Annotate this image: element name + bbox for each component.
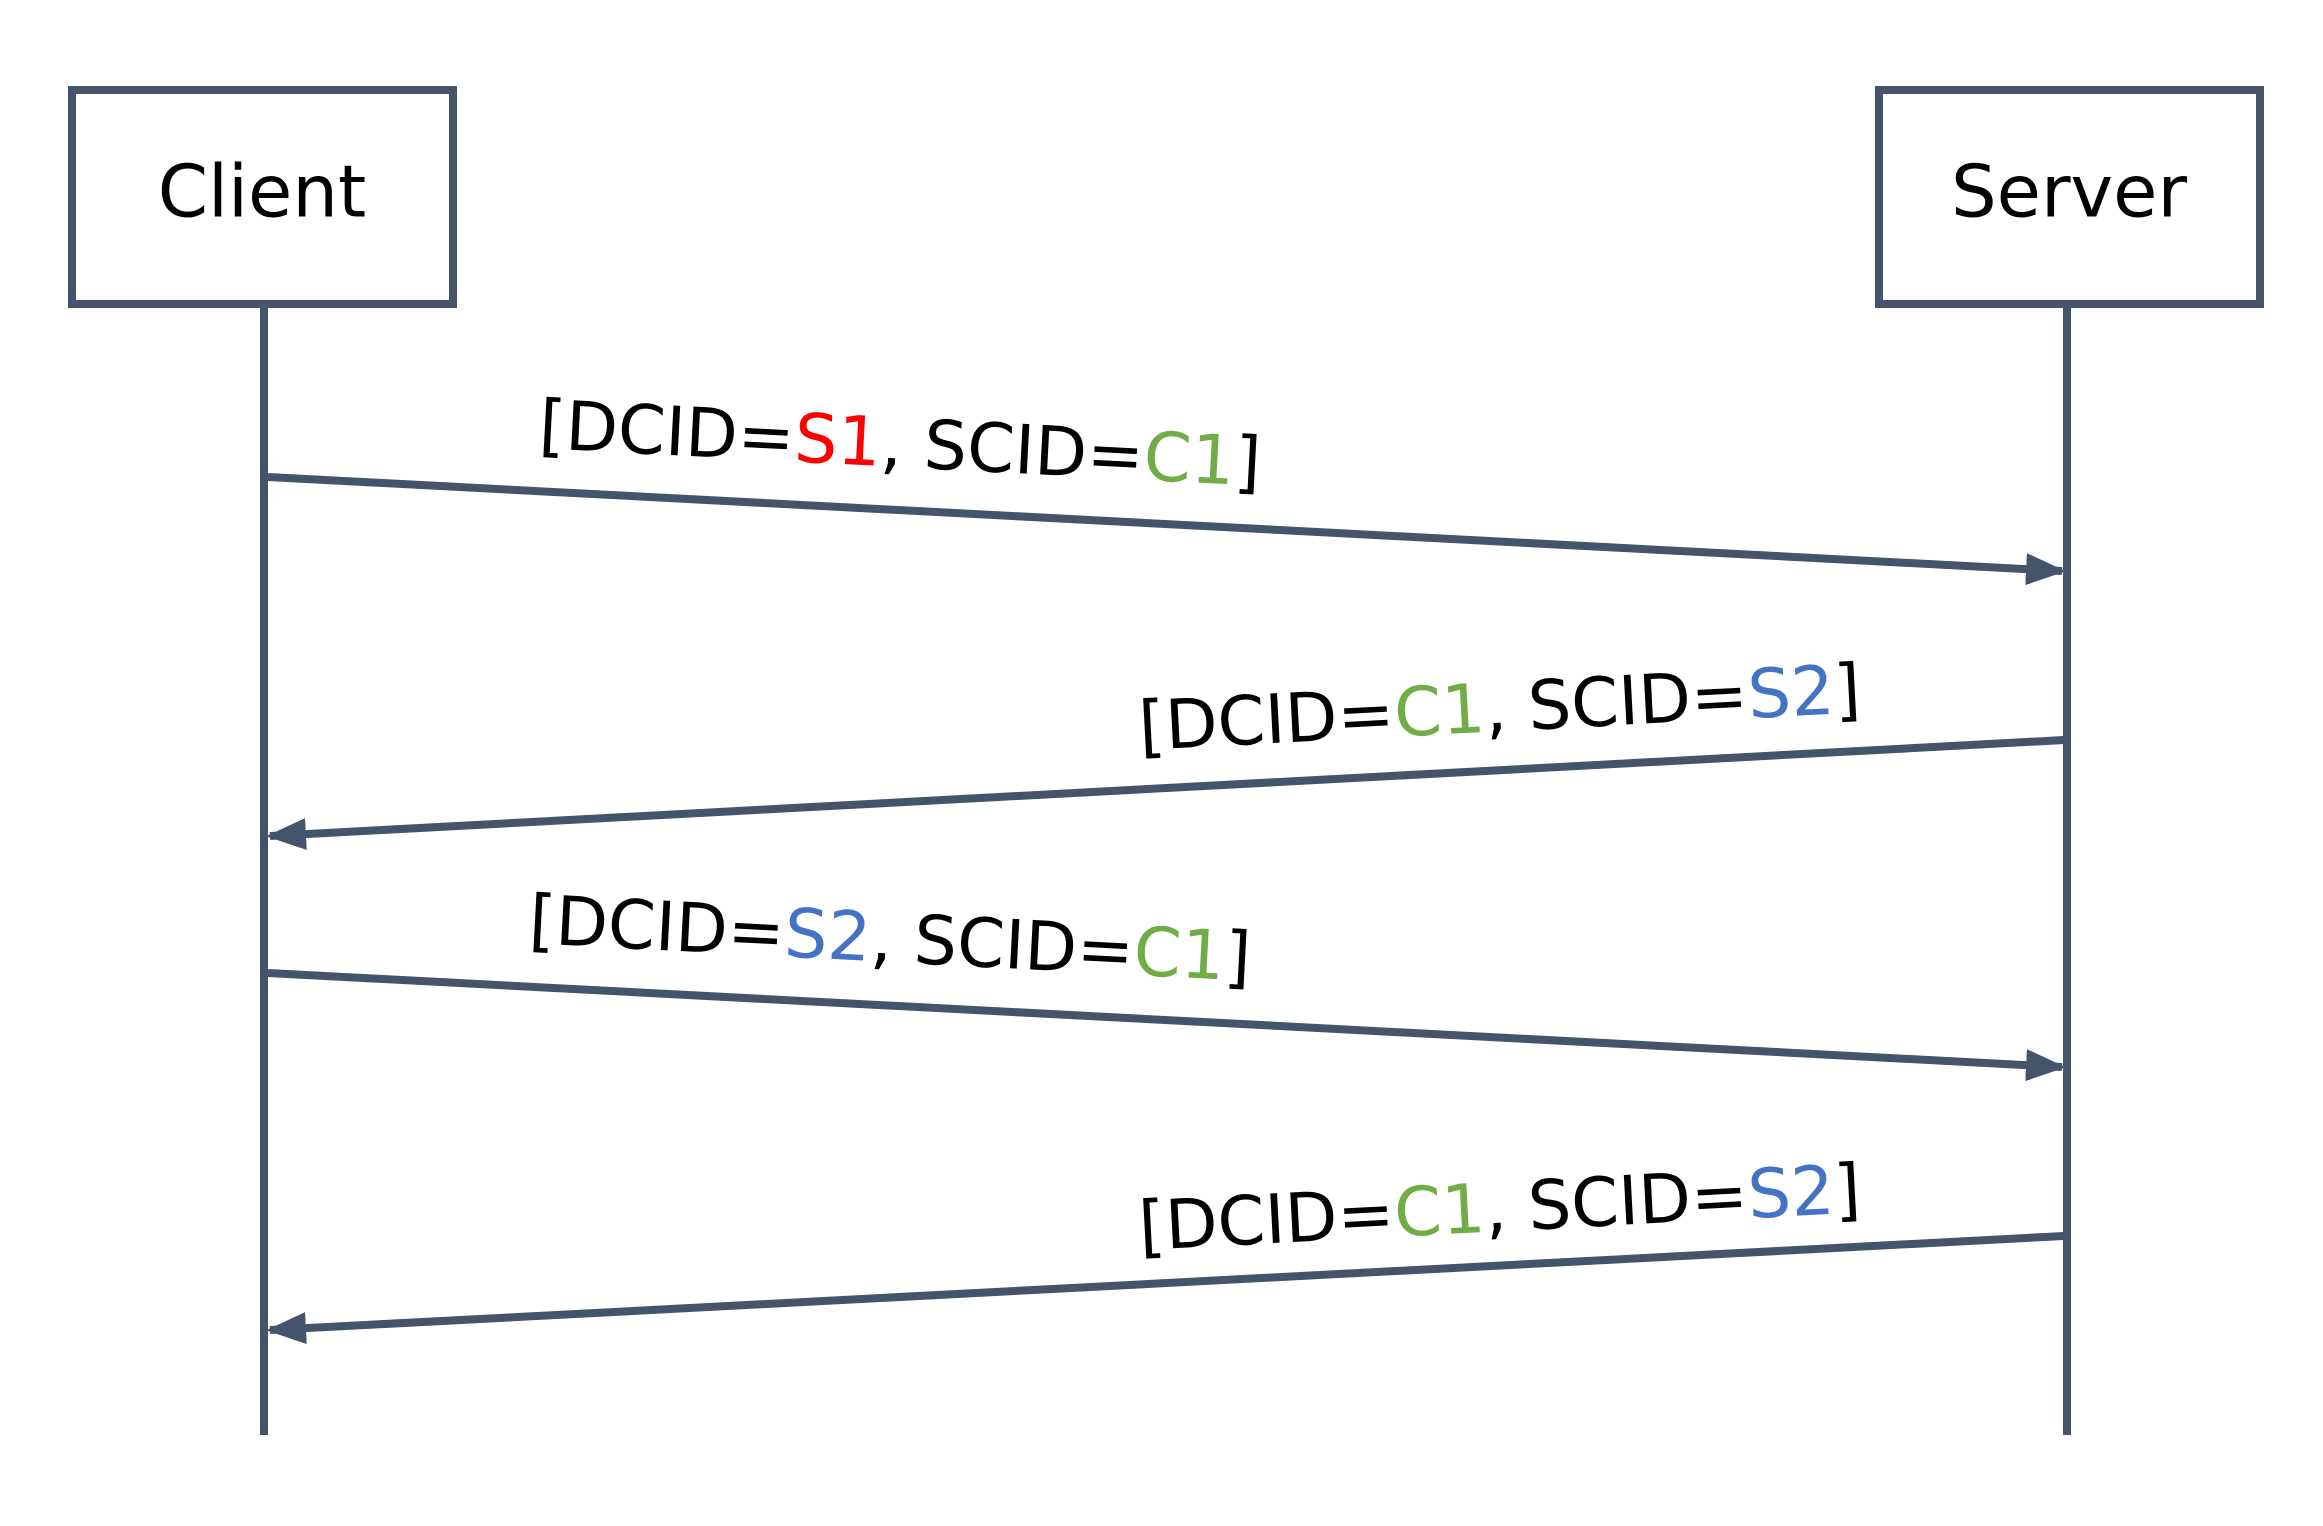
message-4-label-part: , SCID= — [1483, 1156, 1750, 1249]
client-box — [68, 86, 457, 308]
message-1-arrow — [267, 473, 2066, 586]
message-1-label-part: C1 — [1142, 418, 1237, 502]
message-4-arrow — [266, 1232, 2065, 1345]
message-3-label-part: S2 — [783, 894, 873, 977]
message-4-label-part: ] — [1832, 1150, 1863, 1230]
message-2-label-part: C1 — [1392, 670, 1487, 754]
server-label: Server — [1951, 150, 2188, 234]
message-1-label-part: [DCID= — [537, 386, 797, 478]
message-3-label-part: , SCID= — [869, 899, 1136, 992]
message-2-label-part: ] — [1832, 650, 1863, 730]
message-4-label-part: C1 — [1392, 1170, 1487, 1254]
message-2-label-part: [DCID= — [1137, 675, 1397, 767]
message-4-label-part: [DCID= — [1137, 1175, 1397, 1267]
message-1-label-part: , SCID= — [879, 404, 1146, 497]
message-1-label: [DCID=S1, SCID=C1] — [537, 386, 1263, 503]
message-2: [DCID=C1, SCID=S2] — [266, 650, 2065, 851]
message-2-arrow — [266, 736, 2065, 851]
message-4-label-part: S2 — [1746, 1152, 1836, 1235]
message-3-label-part: ] — [1222, 918, 1253, 998]
message-2-label: [DCID=C1, SCID=S2] — [1137, 650, 1863, 767]
server-box — [1875, 86, 2264, 308]
message-2-label-part: S2 — [1746, 652, 1836, 735]
message-2-label-part: , SCID= — [1483, 656, 1750, 749]
client-participant: Client — [68, 86, 457, 308]
message-3: [DCID=S2, SCID=C1] — [267, 881, 2066, 1082]
message-3-label-part: C1 — [1132, 913, 1227, 997]
message-1-label-part: S1 — [793, 399, 883, 482]
message-3-arrow — [267, 969, 2066, 1082]
message-3-label: [DCID=S2, SCID=C1] — [527, 881, 1253, 998]
message-1: [DCID=S1, SCID=C1] — [267, 386, 2066, 586]
message-3-label-part: [DCID= — [527, 881, 787, 973]
client-label: Client — [158, 150, 366, 234]
server-participant: Server — [1875, 86, 2264, 308]
message-4-label: [DCID=C1, SCID=S2] — [1137, 1150, 1863, 1267]
message-4: [DCID=C1, SCID=S2] — [266, 1150, 2065, 1345]
message-1-label-part: ] — [1232, 423, 1263, 503]
